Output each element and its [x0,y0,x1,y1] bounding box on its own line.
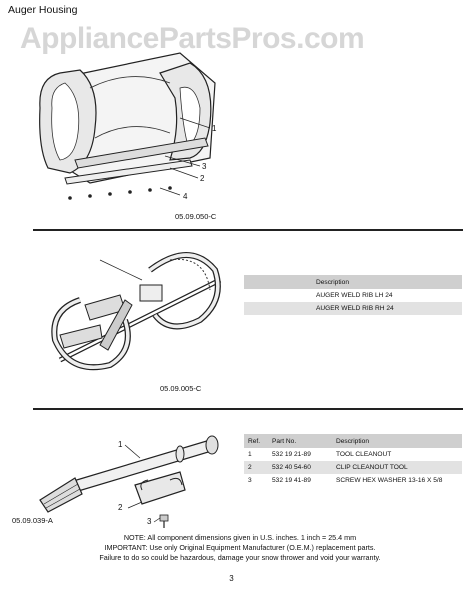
table-row: 3 532 19 41-89 SCREW HEX WASHER 13-16 X … [244,474,462,487]
table-cell: AUGER WELD RIB RH 24 [244,302,462,315]
table-cell: 532 40 54-60 [268,461,332,474]
note-text: NOTE: All component dimensions given in … [123,533,357,542]
callout-3: 3 [202,162,207,171]
figure-code-1: 05.09.050-C [175,212,217,221]
table-cell: TOOL CLEANOUT [336,451,392,458]
table-row: AUGER WELD RIB LH 24 [244,289,462,302]
page-number: 3 [229,574,234,583]
table-header: Description [332,434,462,448]
table-cell: 2 [244,461,268,474]
cleanout-tool-diagram [39,435,219,528]
table-cell: 532 19 41-89 [272,477,311,484]
watermark: AppliancePartsPros.com [20,22,365,55]
table-row: AUGER WELD RIB RH 24 [244,302,462,315]
figure-code-2: 05.09.005-C [160,384,202,393]
auger-housing-diagram [39,52,216,200]
cleanout-parts-table: Ref. Part No. Description 1 532 19 21-89… [244,434,462,487]
callout-1: 1 [212,124,217,133]
section-divider [33,229,463,231]
section-divider [33,408,463,410]
table-cell: AUGER WELD RIB LH 24 [316,292,393,299]
table-cell: CLIP CLEANOUT TOOL [332,461,462,474]
callout-3: 3 [147,517,152,526]
table-header: Part No. [268,434,332,448]
auger-parts-table: Description AUGER WELD RIB LH 24 AUGER W… [244,275,462,315]
table-row: 2 532 40 54-60 CLIP CLEANOUT TOOL [244,461,462,474]
table-cell: SCREW HEX WASHER 13-16 X 5/8 [336,477,443,484]
callout-4: 4 [183,192,188,201]
table-cell: 532 19 21-89 [272,451,311,458]
figure-code-3: 05.09.039-A [12,516,53,525]
table-cell: 3 [248,477,252,484]
table-row: 1 532 19 21-89 TOOL CLEANOUT [244,448,462,461]
table-header-row: Description [244,275,462,289]
table-cell: 1 [248,451,252,458]
important-text: IMPORTANT: Use only Original Equipment M… [104,543,376,552]
page-title: Auger Housing [8,4,78,16]
auger-diagram [51,252,222,371]
callout-1: 1 [118,440,123,449]
callout-2: 2 [118,503,123,512]
table-header: Ref. [244,434,268,448]
table-header-row: Ref. Part No. Description [244,434,462,448]
callout-2: 2 [200,174,205,183]
warning-text: Failure to do so could be hazardous, dam… [99,553,381,562]
table-header: Description [244,275,462,289]
